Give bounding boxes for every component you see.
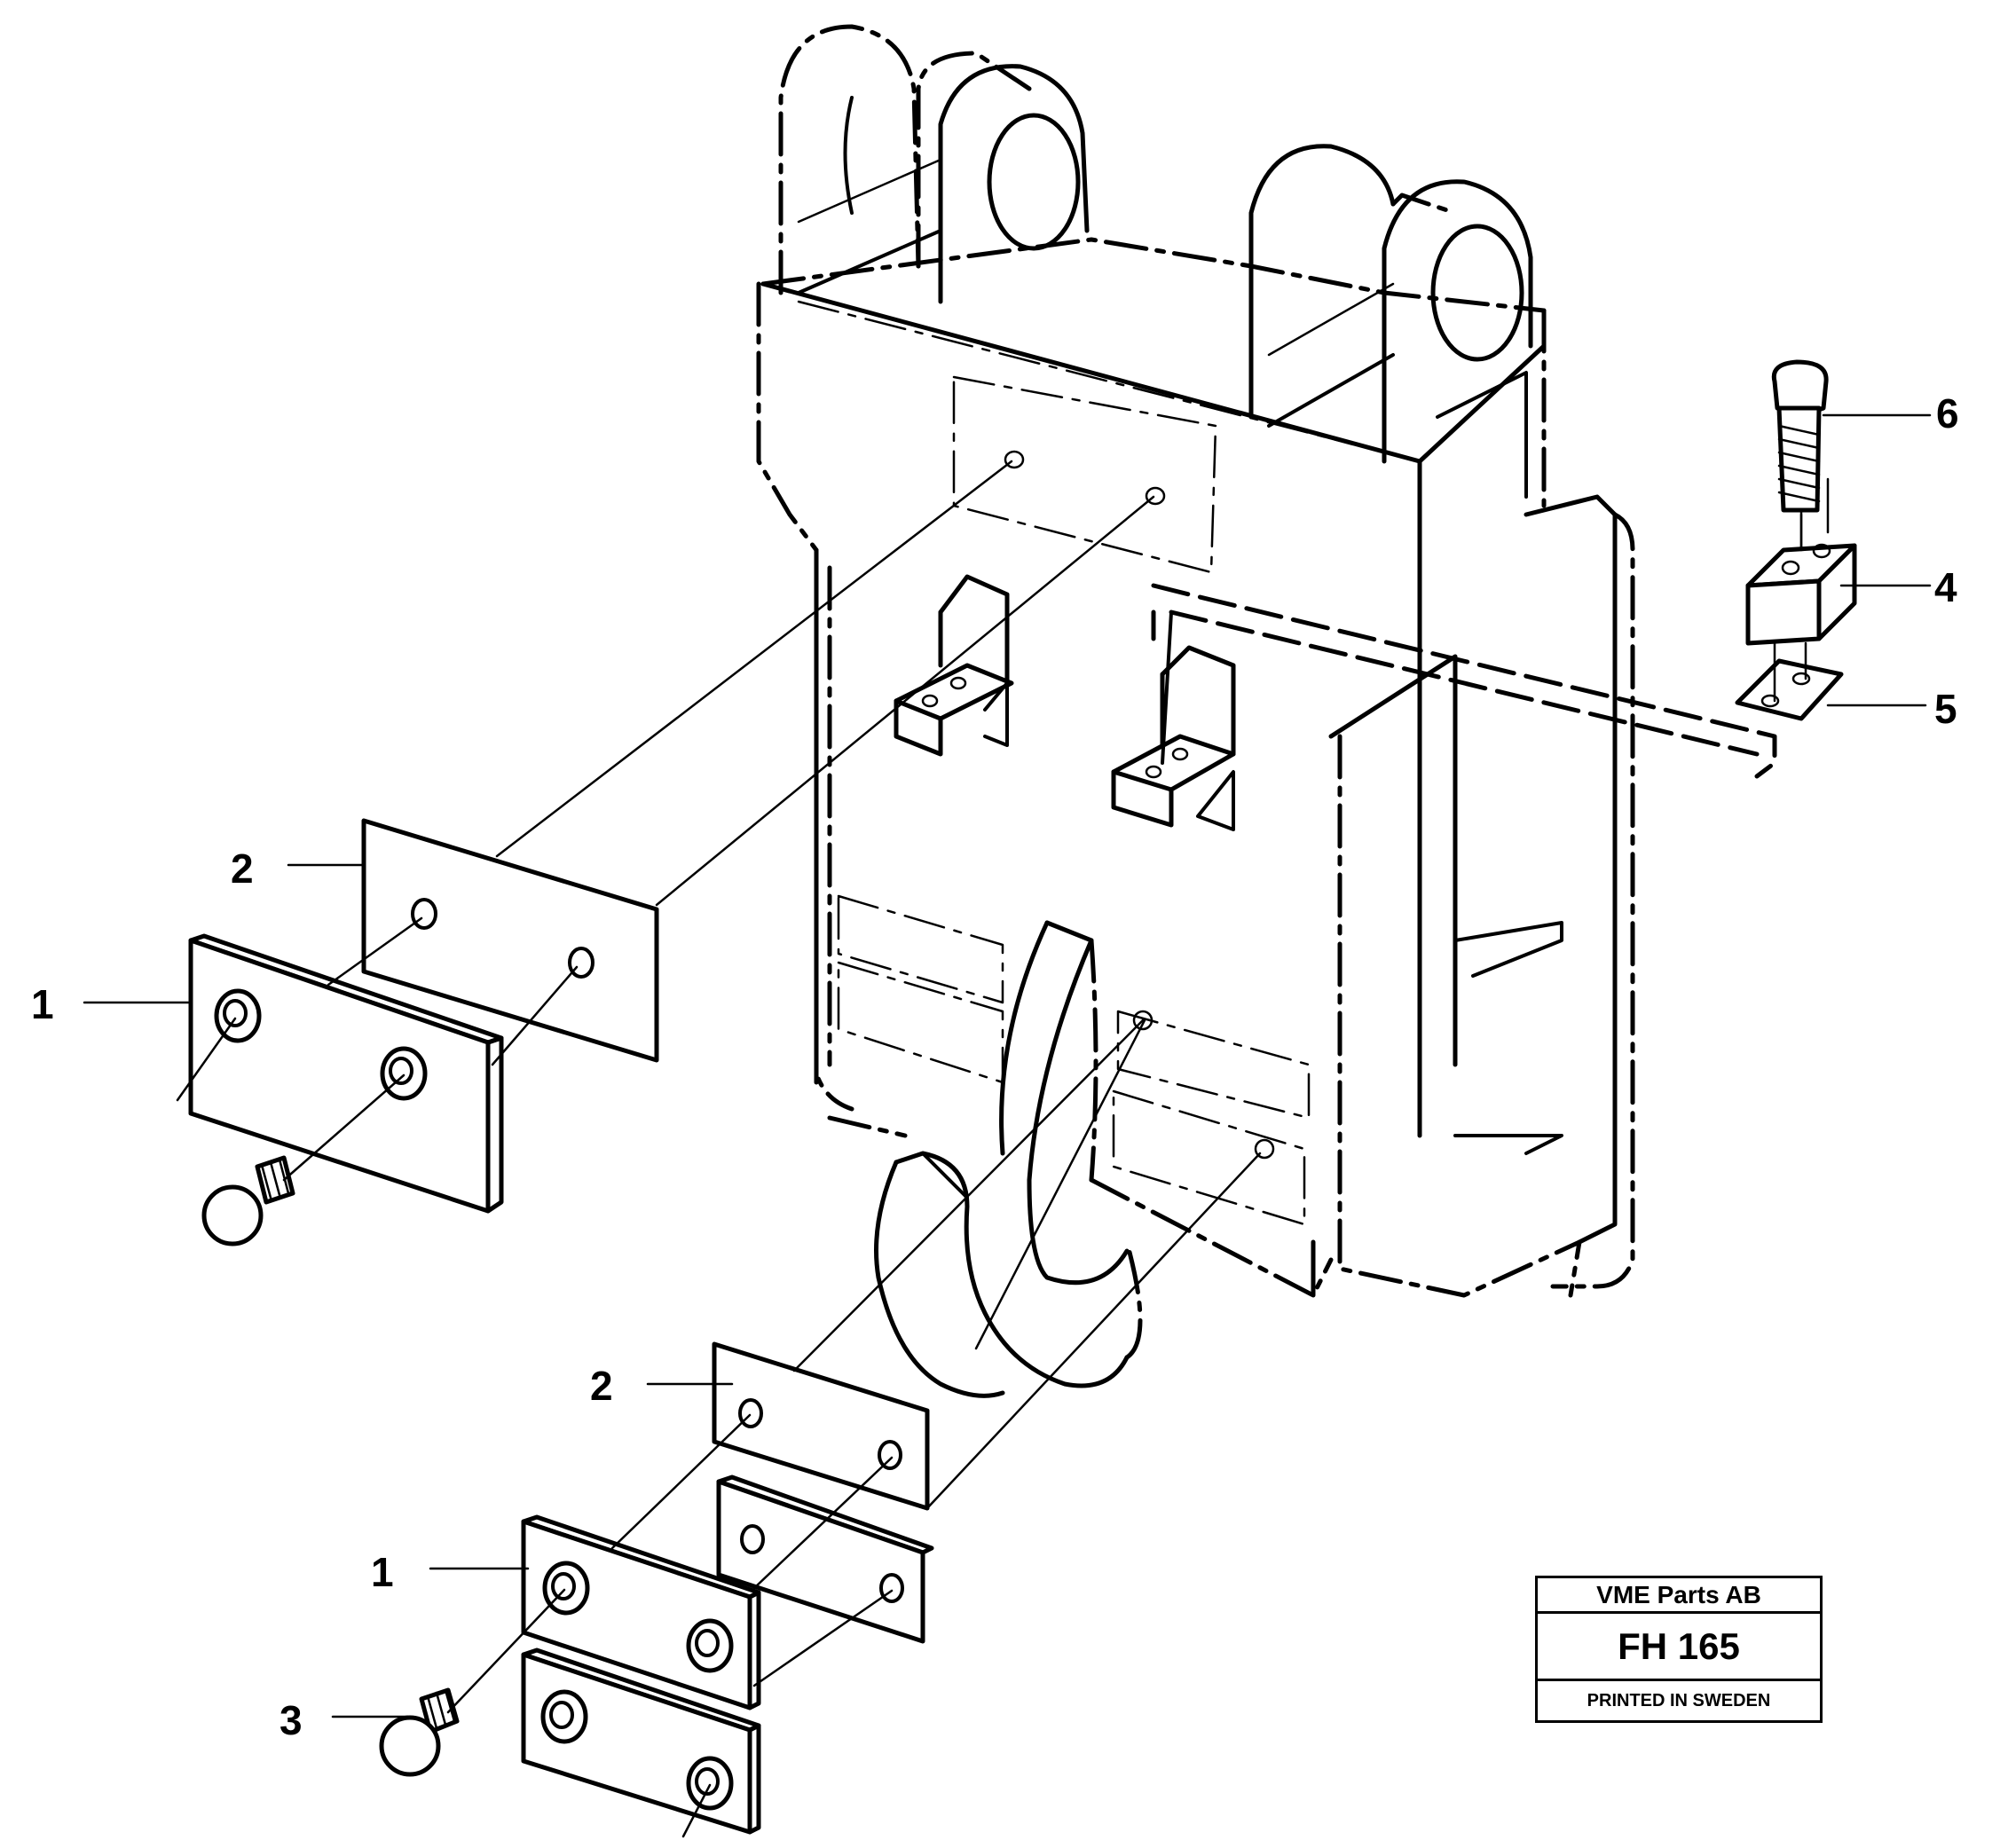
plate-2-lower-back [716,1474,934,1644]
hook [874,920,1143,1398]
washer-5 [1735,641,1844,721]
hidden-line-strap [1151,583,1777,779]
callout-leaders [83,413,1932,1718]
callout-4: 4 [1934,564,1957,610]
hook-body-outline [756,24,1635,1298]
upper-mid-bracket [1111,645,1236,831]
plate-1-lower [521,1514,761,1710]
plate-1-upper [188,933,504,1214]
callout-6: 6 [1936,390,1959,436]
hidden-line-strap-inner [1151,609,1760,757]
callout-5: 5 [1934,686,1957,732]
stamp-printed: PRINTED IN SWEDEN [1587,1690,1771,1710]
callout-3: 3 [280,1697,303,1743]
plate-1-lower-back [521,1647,761,1835]
callout-1-upper: 1 [31,981,54,1027]
alignment-lines-upper [176,450,1166,1182]
plate-2-upper [361,818,659,1063]
block-4 [1745,477,1857,646]
bolt-3 [379,1687,460,1777]
parts-stamp: VME Parts AB FH 165 PRINTED IN SWEDEN [1535,1576,1823,1723]
callout-2-upper: 2 [231,845,254,892]
upper-left-bracket [894,574,1014,757]
callout-2-lower: 2 [590,1363,613,1409]
strap-link [1161,610,1173,765]
bolt-upper-left [201,1155,295,1246]
bolt-6 [1771,359,1829,578]
stamp-company: VME Parts AB [1538,1578,1820,1614]
callout-1-lower: 1 [371,1549,394,1595]
alignment-lines-lower [446,1010,1275,1838]
stamp-code: FH 165 [1538,1614,1820,1681]
